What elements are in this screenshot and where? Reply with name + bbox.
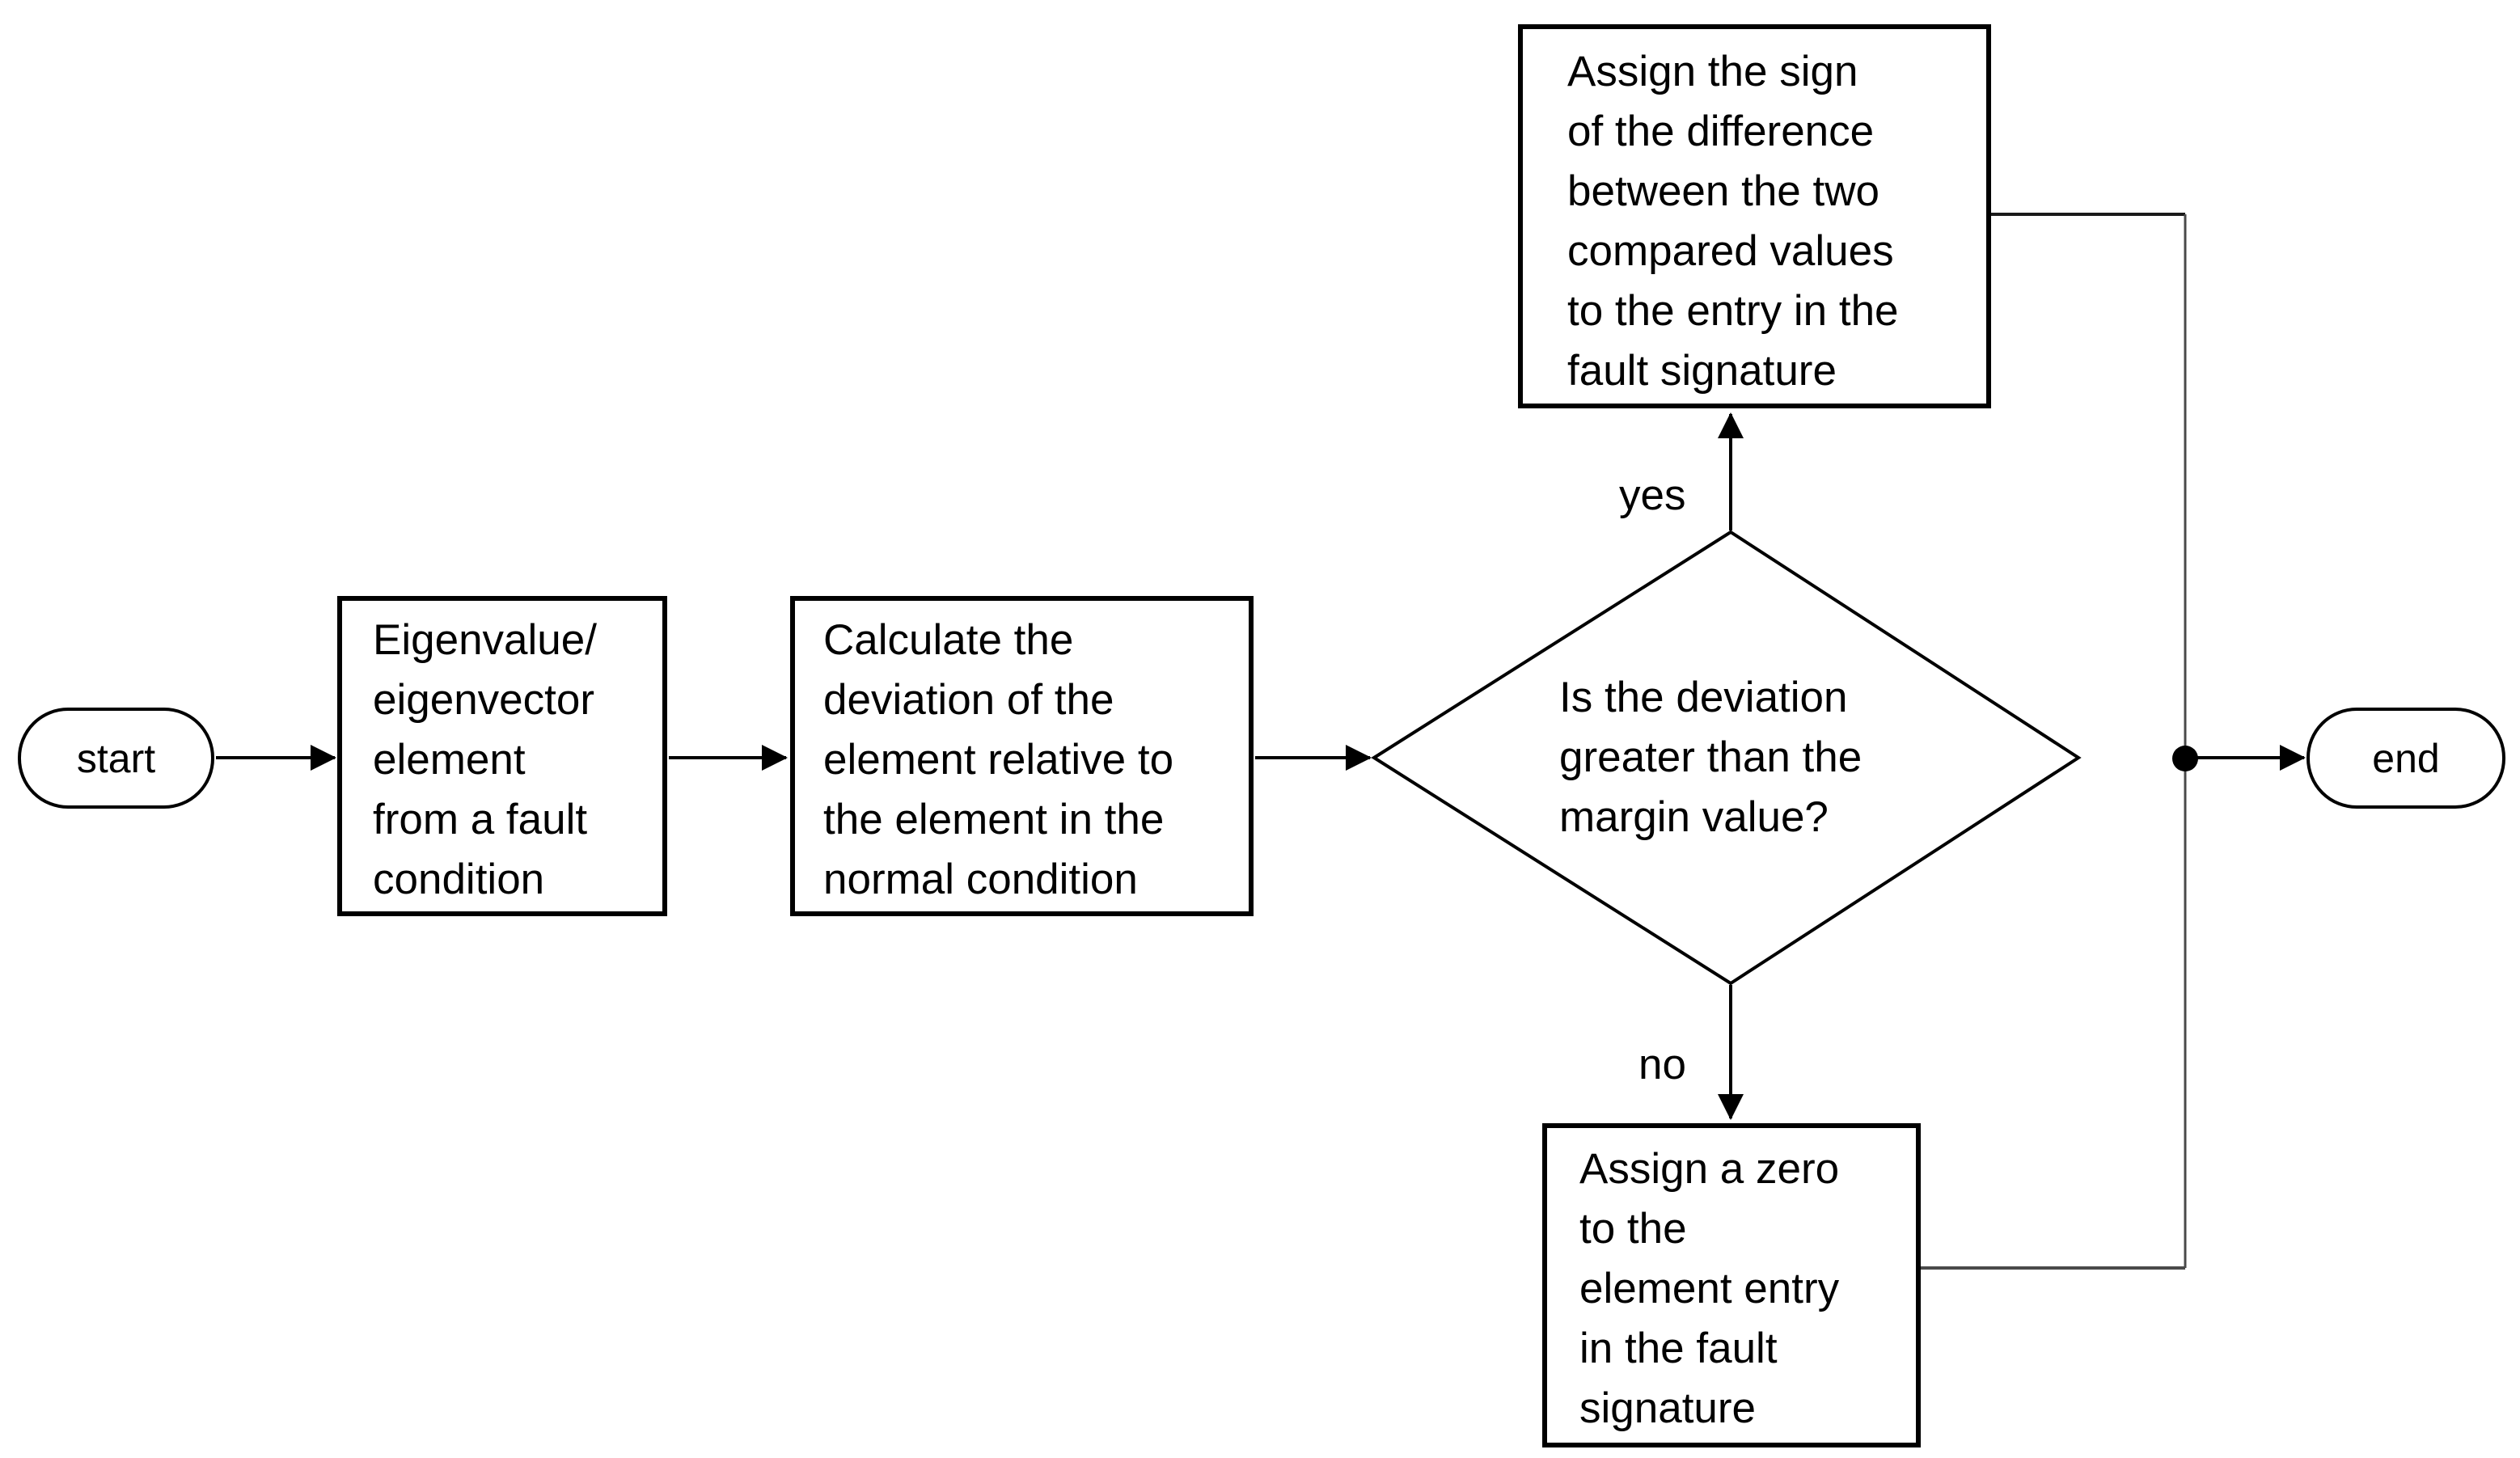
decision-diamond-label: Is the deviation greater than the margin… — [1559, 674, 1863, 841]
assign-sign-node: Assign the sign of the difference betwee… — [1518, 24, 1991, 408]
start-node-label: start — [76, 735, 156, 781]
end-node: end — [2306, 708, 2505, 809]
fault-element-node: Eigenvalue/ eigenvector element from a f… — [337, 596, 667, 916]
end-node-label: end — [2372, 735, 2440, 781]
decision-diamond-shape — [1371, 530, 2082, 986]
calc-deviation-node: Calculate the deviation of the element r… — [790, 596, 1254, 916]
start-node: start — [18, 708, 214, 809]
no-edge-label: no — [1638, 1041, 1686, 1088]
yes-edge-label: yes — [1619, 471, 1686, 519]
assign-zero-node: Assign a zero to the element entry in th… — [1542, 1123, 1921, 1447]
